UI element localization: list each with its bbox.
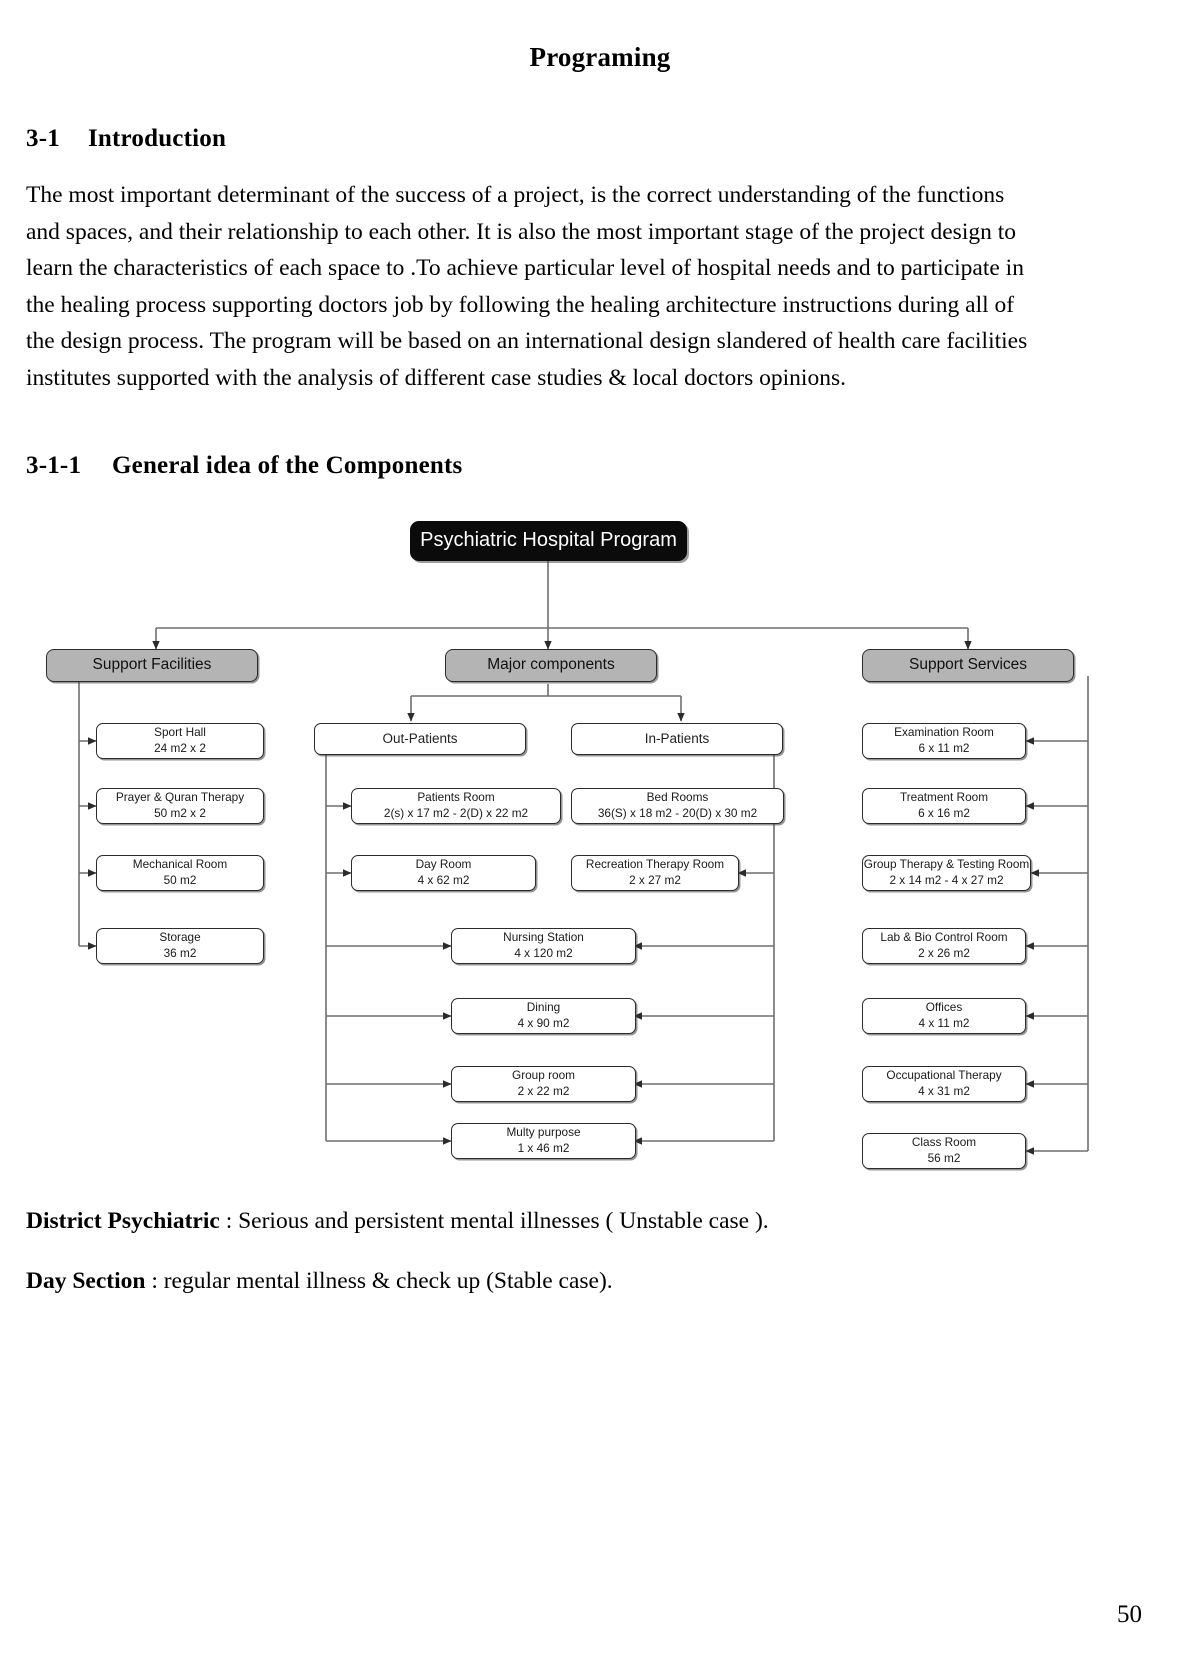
branch-node-out-patients[interactable]: Out-Patients (314, 723, 526, 755)
leaf-area: 2 x 22 m2 (517, 1084, 570, 1098)
leaf-name: Recreation Therapy Room (585, 857, 725, 872)
leaf-name: Multy purpose (506, 1125, 581, 1140)
leaf-area: 6 x 16 m2 (918, 806, 970, 820)
leaf-area: 2(s) x 17 m2 - 2(D) x 22 m2 (383, 806, 529, 820)
section-heading-3-1-1: 3-1-1 General idea of the Components (26, 452, 1174, 480)
section-heading-3-1: 3-1 Introduction (26, 125, 1174, 153)
leaf-area: 4 x 90 m2 (517, 1016, 570, 1030)
footnote-term: District Psychiatric (26, 1208, 220, 1234)
leaf-name: Group room (512, 1068, 575, 1083)
leaf-node-recreation-therapy-room[interactable]: Recreation Therapy Room 2 x 27 m2 (571, 855, 739, 891)
leaf-name: Storage (159, 930, 201, 945)
leaf-node-sport-hall[interactable]: Sport Hall 24 m2 x 2 (96, 723, 264, 759)
leaf-node-day-room[interactable]: Day Room 4 x 62 m2 (351, 855, 536, 891)
leaf-area: 56 m2 (927, 1151, 961, 1165)
root-label: Psychiatric Hospital Program (420, 529, 677, 552)
leaf-name: Dining (526, 1000, 561, 1015)
leaf-area: 4 x 120 m2 (514, 946, 573, 960)
leaf-name: Treatment Room (899, 790, 989, 805)
branch-label: Out-Patients (382, 731, 458, 747)
diagram-root-node[interactable]: Psychiatric Hospital Program (410, 521, 687, 561)
leaf-node-patients-room[interactable]: Patients Room 2(s) x 17 m2 - 2(D) x 22 m… (351, 788, 561, 824)
leaf-area: 4 x 62 m2 (417, 873, 470, 887)
group-label: Major components (487, 656, 615, 674)
leaf-area: 1 x 46 m2 (517, 1141, 570, 1155)
page-title: Programing (529, 42, 671, 72)
leaf-name: Examination Room (894, 725, 994, 740)
subsection-title: General idea of the Components (112, 452, 463, 479)
group-node-support-facilities[interactable]: Support Facilities (46, 649, 258, 682)
leaf-node-class-room[interactable]: Class Room 56 m2 (862, 1133, 1026, 1169)
leaf-node-examination-room[interactable]: Examination Room 6 x 11 m2 (862, 723, 1026, 759)
leaf-area: 2 x 14 m2 - 4 x 27 m2 (889, 873, 1004, 887)
leaf-area: 36 m2 (163, 946, 197, 960)
leaf-area: 24 m2 x 2 (154, 741, 206, 755)
leaf-area: 6 x 11 m2 (918, 741, 970, 755)
group-node-support-services[interactable]: Support Services (862, 649, 1074, 682)
leaf-name: Prayer & Quran Therapy (115, 790, 245, 805)
leaf-area: 36(S) x 18 m2 - 20(D) x 30 m2 (597, 806, 758, 820)
footnote-district-psychiatric: District Psychiatric : Serious and persi… (26, 1204, 1174, 1238)
leaf-area: 2 x 27 m2 (629, 873, 681, 887)
leaf-node-group-therapy-testing-room[interactable]: Group Therapy & Testing Room 2 x 14 m2 -… (862, 855, 1031, 891)
subsection-number: 3-1-1 (26, 452, 82, 479)
diagram-connectors (78, 561, 1089, 1155)
leaf-area: 50 m2 x 2 (154, 806, 206, 820)
leaf-name: Lab & Bio Control Room (880, 930, 1008, 945)
leaf-area: 50 m2 (163, 873, 197, 887)
components-diagram: Psychiatric Hospital Program Support Fac… (26, 506, 1176, 1186)
leaf-node-offices[interactable]: Offices 4 x 11 m2 (862, 998, 1026, 1034)
leaf-node-treatment-room[interactable]: Treatment Room 6 x 16 m2 (862, 788, 1026, 824)
leaf-name: Patients Room (417, 790, 495, 805)
leaf-name: Class Room (911, 1135, 977, 1150)
leaf-node-occupational-therapy[interactable]: Occupational Therapy 4 x 31 m2 (862, 1066, 1026, 1102)
leaf-node-mechanical-room[interactable]: Mechanical Room 50 m2 (96, 855, 264, 891)
footnote-text: : regular mental illness & check up (Sta… (145, 1268, 613, 1294)
leaf-node-lab-bio-control-room[interactable]: Lab & Bio Control Room 2 x 26 m2 (862, 928, 1026, 964)
section-number: 3-1 (26, 125, 60, 152)
intro-paragraph: The most important determinant of the su… (26, 182, 1028, 391)
page-number: 50 (1117, 1601, 1142, 1628)
leaf-node-bed-rooms[interactable]: Bed Rooms 36(S) x 18 m2 - 20(D) x 30 m2 (571, 788, 784, 824)
leaf-name: Nursing Station (503, 930, 584, 945)
leaf-area: 2 x 26 m2 (918, 946, 970, 960)
group-node-major-components[interactable]: Major components (445, 649, 657, 682)
leaf-area: 4 x 11 m2 (918, 1016, 970, 1030)
branch-node-in-patients[interactable]: In-Patients (571, 723, 783, 755)
document-page: Programing 3-1 Introduction The most impo… (0, 42, 1200, 1665)
leaf-node-group-room[interactable]: Group room 2 x 22 m2 (451, 1066, 636, 1102)
leaf-name: Occupational Therapy (886, 1068, 1002, 1083)
footnote-text: : Serious and persistent mental illnesse… (219, 1208, 769, 1234)
leaf-node-prayer-quran-therapy[interactable]: Prayer & Quran Therapy 50 m2 x 2 (96, 788, 264, 824)
leaf-name: Mechanical Room (132, 857, 228, 872)
leaf-name: Bed Rooms (646, 790, 709, 805)
leaf-name: Offices (925, 1000, 963, 1015)
branch-label: In-Patients (644, 731, 710, 747)
leaf-name: Group Therapy & Testing Room (863, 857, 1030, 872)
leaf-node-dining[interactable]: Dining 4 x 90 m2 (451, 998, 636, 1034)
group-label: Support Services (908, 656, 1028, 674)
footnote-day-section: Day Section : regular mental illness & c… (26, 1264, 1174, 1298)
leaf-name: Sport Hall (154, 725, 206, 740)
group-label: Support Facilities (92, 656, 212, 674)
leaf-node-nursing-station[interactable]: Nursing Station 4 x 120 m2 (451, 928, 636, 964)
leaf-area: 4 x 31 m2 (918, 1084, 970, 1098)
leaf-node-multy-purpose[interactable]: Multy purpose 1 x 46 m2 (451, 1123, 636, 1159)
section-title: Introduction (88, 125, 227, 152)
leaf-node-storage[interactable]: Storage 36 m2 (96, 928, 264, 964)
footnote-term: Day Section (26, 1268, 146, 1294)
leaf-name: Day Room (415, 857, 472, 872)
